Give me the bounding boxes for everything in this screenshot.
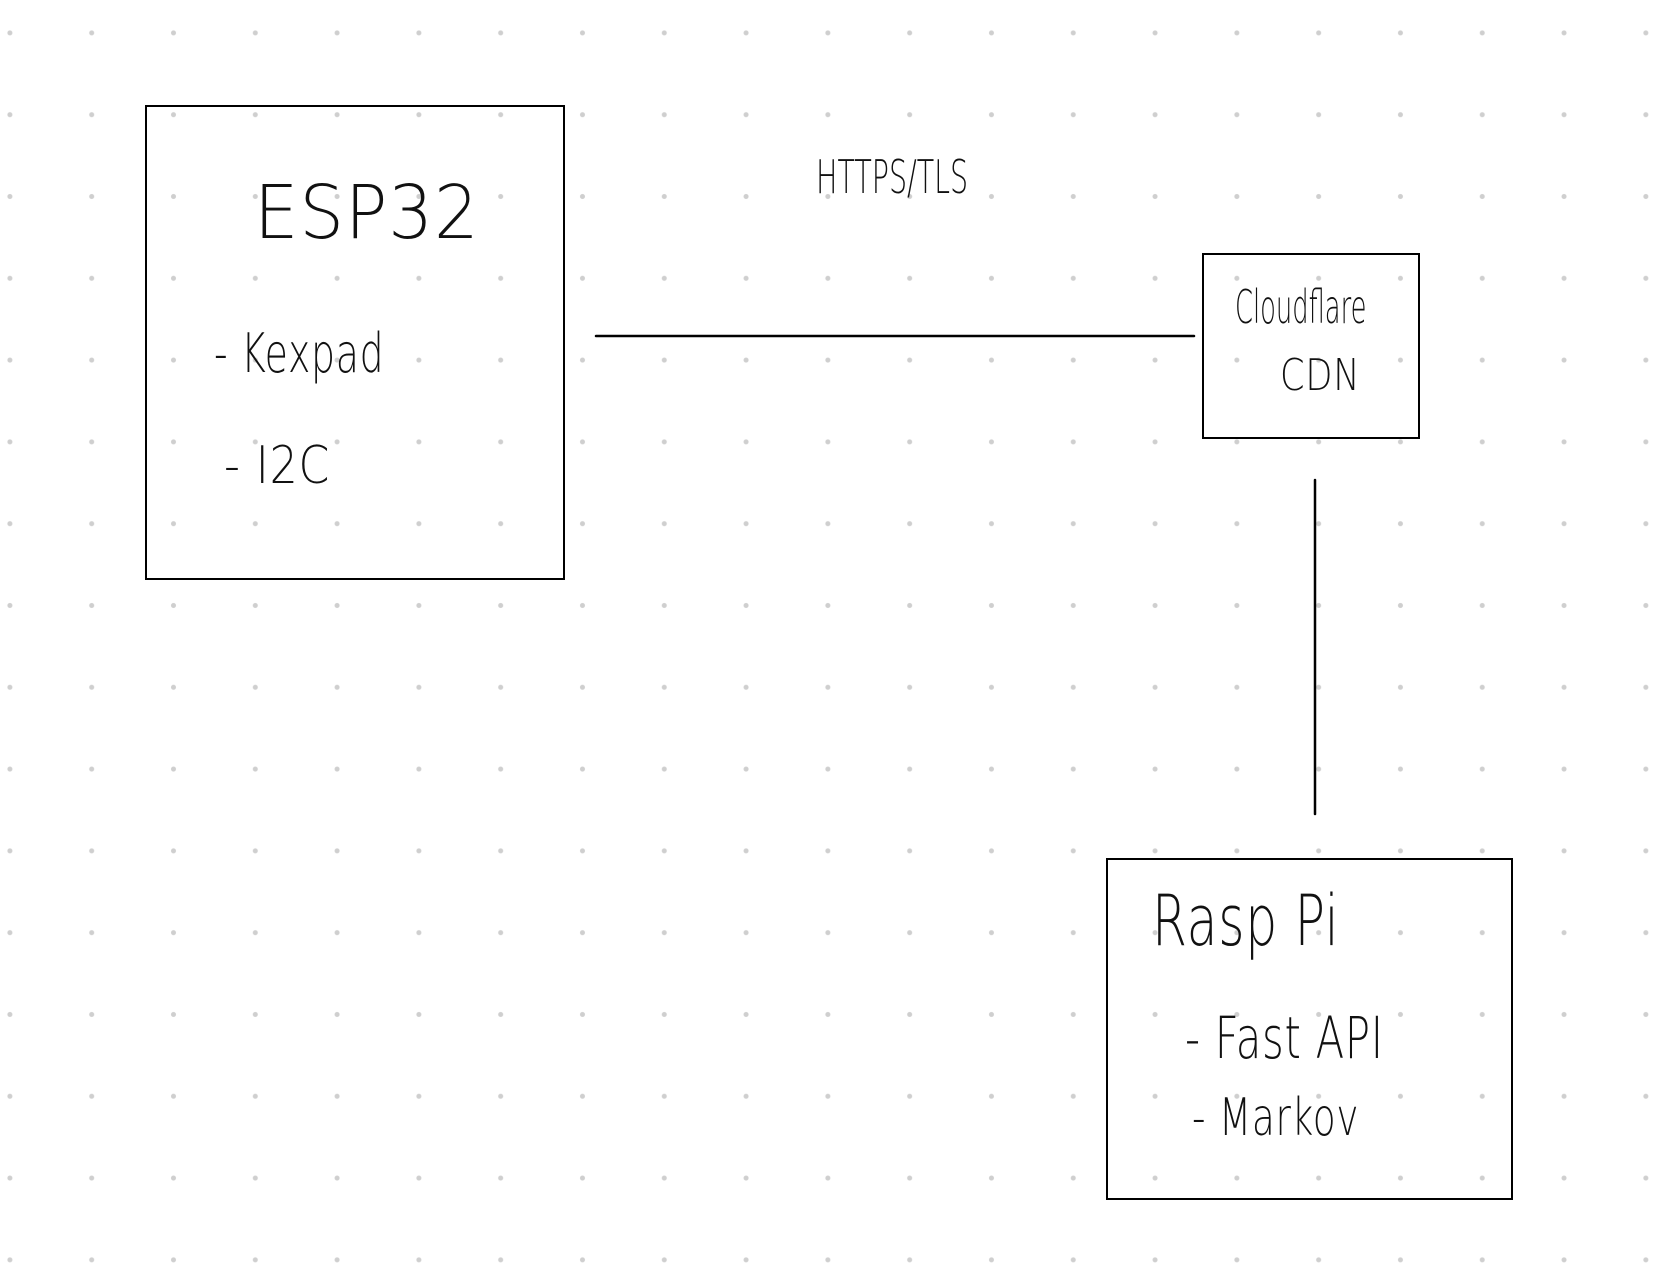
cloudflare-node-title-line2: CDN <box>1280 350 1361 401</box>
cloudflare-node-title-line1: Cloudflare <box>1235 280 1367 334</box>
esp32-item-i2c: - I2C <box>224 436 331 496</box>
esp32-item-keypad: - Kexpad <box>214 322 385 385</box>
esp32-node-title: ESP32 <box>254 170 480 256</box>
esp32-node[interactable] <box>145 105 565 580</box>
cloudflare-node[interactable] <box>1202 253 1420 439</box>
rasp-pi-node-title: Rasp Pi <box>1152 880 1340 962</box>
rasp-pi-item-markov: - Markov <box>1192 1088 1360 1148</box>
rasp-pi-node[interactable] <box>1106 858 1513 1200</box>
edge-label-https-tls: HTTPS/TLS <box>816 150 969 204</box>
rasp-pi-item-fastapi: - Fast API <box>1185 1004 1384 1072</box>
